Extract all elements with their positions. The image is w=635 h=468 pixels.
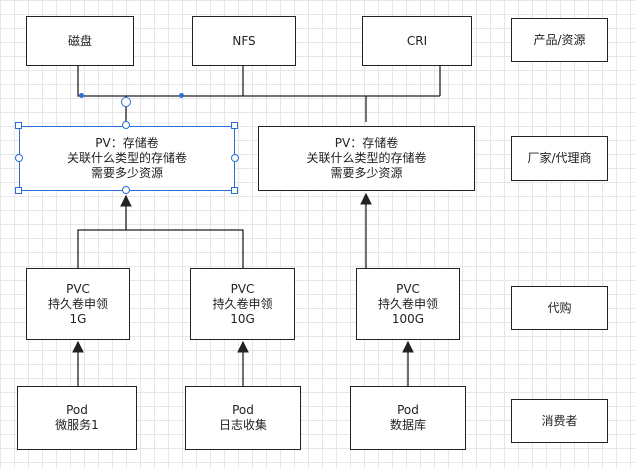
pvc3-title: PVC [396, 281, 420, 296]
resize-handle-bottom-left[interactable] [15, 187, 22, 194]
connect-handle-bottom[interactable] [122, 186, 130, 194]
connect-handle-left[interactable] [15, 154, 23, 162]
role-product-node[interactable]: 产品/资源 [511, 18, 608, 62]
pvc-100g-node[interactable]: PVC 持久卷申领 100G [356, 268, 460, 340]
pvc2-size: 10G [230, 311, 255, 326]
pvc1-title: PVC [66, 281, 90, 296]
pod3-desc: 数据库 [389, 418, 426, 432]
connect-handle-right[interactable] [231, 154, 239, 162]
nfs-node[interactable]: NFS [192, 16, 296, 66]
pvc1-size: 1G [69, 311, 87, 326]
pod1-title: Pod [66, 403, 88, 417]
pv-left-line2: 关联什么类型的存储卷 [66, 151, 187, 165]
pvc-1g-node[interactable]: PVC 持久卷申领 1G [26, 268, 130, 340]
nfs-label: NFS [232, 33, 256, 48]
pvc1-desc: 持久卷申领 [47, 296, 108, 311]
pvc-to-pv-connector-left [77, 194, 244, 268]
cri-label: CRI [406, 33, 428, 48]
pv-right-line2: 关联什么类型的存储卷 [306, 151, 427, 165]
rotate-handle[interactable] [121, 97, 131, 107]
connector-waypoint[interactable] [79, 93, 84, 98]
role-product-label: 产品/资源 [533, 32, 586, 47]
connect-handle-top[interactable] [122, 121, 130, 129]
pv-left-line3: 需要多少资源 [90, 166, 163, 180]
role-vendor-node[interactable]: 厂家/代理商 [511, 136, 608, 181]
pvc2-title: PVC [230, 281, 255, 296]
pvc2-desc: 持久卷申领 [212, 296, 273, 311]
pod-database-node[interactable]: Pod 数据库 [350, 386, 466, 450]
disk-label: 磁盘 [67, 33, 92, 48]
pvc3-desc: 持久卷申领 [377, 296, 438, 311]
disk-node[interactable]: 磁盘 [26, 16, 134, 66]
pod-microservice-node[interactable]: Pod 微服务1 [17, 386, 137, 450]
resize-handle-top-left[interactable] [15, 122, 22, 129]
pod2-title: Pod [232, 403, 254, 417]
pod-to-pvc-arrows [72, 340, 414, 386]
pv-left-node[interactable]: PV：存储卷 关联什么类型的存储卷 需要多少资源 [19, 126, 235, 191]
role-agent-node[interactable]: 代购 [511, 286, 608, 330]
pvc-10g-node[interactable]: PVC 持久卷申领 10G [190, 268, 295, 340]
pvc3-size: 100G [391, 311, 425, 326]
role-vendor-label: 厂家/代理商 [527, 151, 592, 165]
pod1-desc: 微服务1 [55, 418, 99, 432]
resource-bus [77, 66, 441, 122]
pv-right-title: PV：存储卷 [334, 136, 399, 150]
pv-left-title: PV：存储卷 [95, 136, 159, 150]
role-consumer-label: 消费者 [541, 413, 578, 428]
cri-node[interactable]: CRI [362, 16, 472, 66]
role-consumer-node[interactable]: 消费者 [511, 399, 608, 443]
resize-handle-top-right[interactable] [231, 122, 238, 129]
pv-right-node[interactable]: PV：存储卷 关联什么类型的存储卷 需要多少资源 [258, 126, 475, 191]
role-agent-label: 代购 [547, 300, 572, 315]
connector-waypoint[interactable] [179, 93, 184, 98]
pod-log-collection-node[interactable]: Pod 日志收集 [185, 386, 301, 450]
pod3-title: Pod [397, 403, 419, 417]
pv-right-line3: 需要多少资源 [330, 166, 403, 180]
pod2-desc: 日志收集 [218, 418, 267, 432]
resize-handle-bottom-right[interactable] [231, 187, 238, 194]
